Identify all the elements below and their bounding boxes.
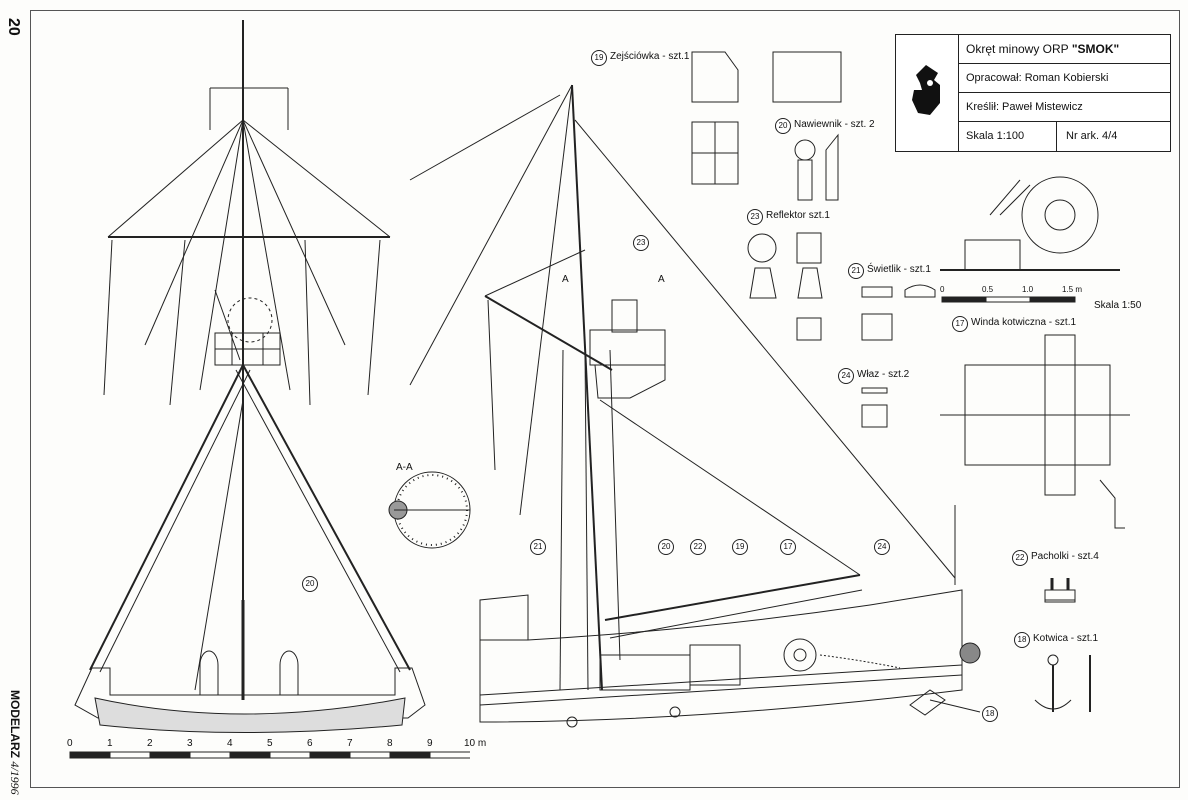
scale-divider — [1056, 122, 1057, 151]
scale-tick: 10 m — [464, 738, 487, 749]
part-number-18: 18 — [1014, 632, 1030, 648]
scale-tick: 0 — [940, 285, 945, 294]
part-label-23: Reflektor szt.1 — [766, 210, 830, 221]
callout-side-20: 20 — [658, 539, 674, 555]
callout-front-20: 20 — [302, 576, 318, 592]
part-number-21: 21 — [848, 263, 864, 279]
scale-row: Skala 1:100 Nr ark. 4/4 — [958, 122, 1170, 151]
detail-21 — [861, 284, 936, 341]
scale-tick: 9 — [427, 738, 433, 749]
callout-side-21: 21 — [530, 539, 546, 555]
small-scale-label: Skala 1:50 — [1094, 300, 1142, 311]
scale-tick: 1.0 — [1022, 285, 1034, 294]
callout-side-19: 19 — [732, 539, 748, 555]
section-label: A-A — [396, 462, 413, 473]
callout-side-17: 17 — [780, 539, 796, 555]
drawing-frame — [30, 10, 1180, 788]
callout-side-18: 18 — [982, 706, 998, 722]
title-row: Okręt minowy ORP "SMOK" — [958, 35, 1170, 64]
detail-24 — [861, 387, 888, 428]
scale-tick: 8 — [387, 738, 393, 749]
part-number-23: 23 — [747, 209, 763, 225]
scale-tick: 6 — [307, 738, 313, 749]
scale-tick: 2 — [147, 738, 153, 749]
small-scale-bar — [941, 296, 1076, 303]
part-number-19: 19 — [591, 50, 607, 66]
part-number-22: 22 — [1012, 550, 1028, 566]
ship-name: "SMOK" — [1071, 42, 1120, 56]
author-row: Opracował: Roman Kobierski — [958, 64, 1170, 93]
logo-icon — [896, 35, 959, 151]
part-label-21: Świetlik - szt.1 — [867, 264, 931, 275]
detail-22 — [1044, 578, 1076, 603]
callout-side-24: 24 — [874, 539, 890, 555]
callout-side-22: 22 — [690, 539, 706, 555]
scale-tick: 7 — [347, 738, 353, 749]
drawn-by-row: Kreślił: Paweł Mistewicz — [958, 93, 1170, 122]
part-number-20: 20 — [775, 118, 791, 134]
side-view — [409, 84, 981, 728]
scale-tick: 3 — [187, 738, 193, 749]
section-mark-left: A — [562, 274, 569, 285]
sheet-number: Nr ark. 4/4 — [1066, 130, 1118, 142]
detail-23 — [747, 232, 823, 341]
part-number-24: 24 — [838, 368, 854, 384]
main-scale-bar — [69, 751, 470, 759]
scale-tick: 1.5 m — [1062, 285, 1083, 294]
detail-20 — [794, 133, 839, 201]
scale-tick: 0.5 — [982, 285, 994, 294]
callout-side-23: 23 — [633, 235, 649, 251]
part-label-24: Właz - szt.2 — [857, 369, 910, 380]
detail-18 — [1034, 654, 1091, 712]
scale-text: Skala 1:100 — [966, 130, 1025, 142]
scale-tick: 0 — [67, 738, 73, 749]
part-label-20: Nawiewnik - szt. 2 — [794, 119, 875, 130]
part-label-22: Pacholki - szt.4 — [1031, 551, 1099, 562]
scale-tick: 5 — [267, 738, 273, 749]
front-view — [74, 20, 426, 733]
part-label-18: Kotwica - szt.1 — [1033, 633, 1099, 644]
part-label-17: Winda kotwiczna - szt.1 — [971, 317, 1077, 328]
scale-tick: 1 — [107, 738, 113, 749]
section-mark-right: A — [658, 274, 665, 285]
section-aa — [388, 471, 471, 549]
detail-17 — [940, 176, 1130, 529]
title-prefix: Okręt minowy ORP — [966, 42, 1072, 56]
part-number-17: 17 — [952, 316, 968, 332]
part-label-19: Zejściówka - szt.1 — [610, 51, 690, 62]
detail-19 — [691, 51, 842, 185]
title-block: Okręt minowy ORP "SMOK" Opracował: Roman… — [895, 34, 1171, 152]
scale-tick: 4 — [227, 738, 233, 749]
